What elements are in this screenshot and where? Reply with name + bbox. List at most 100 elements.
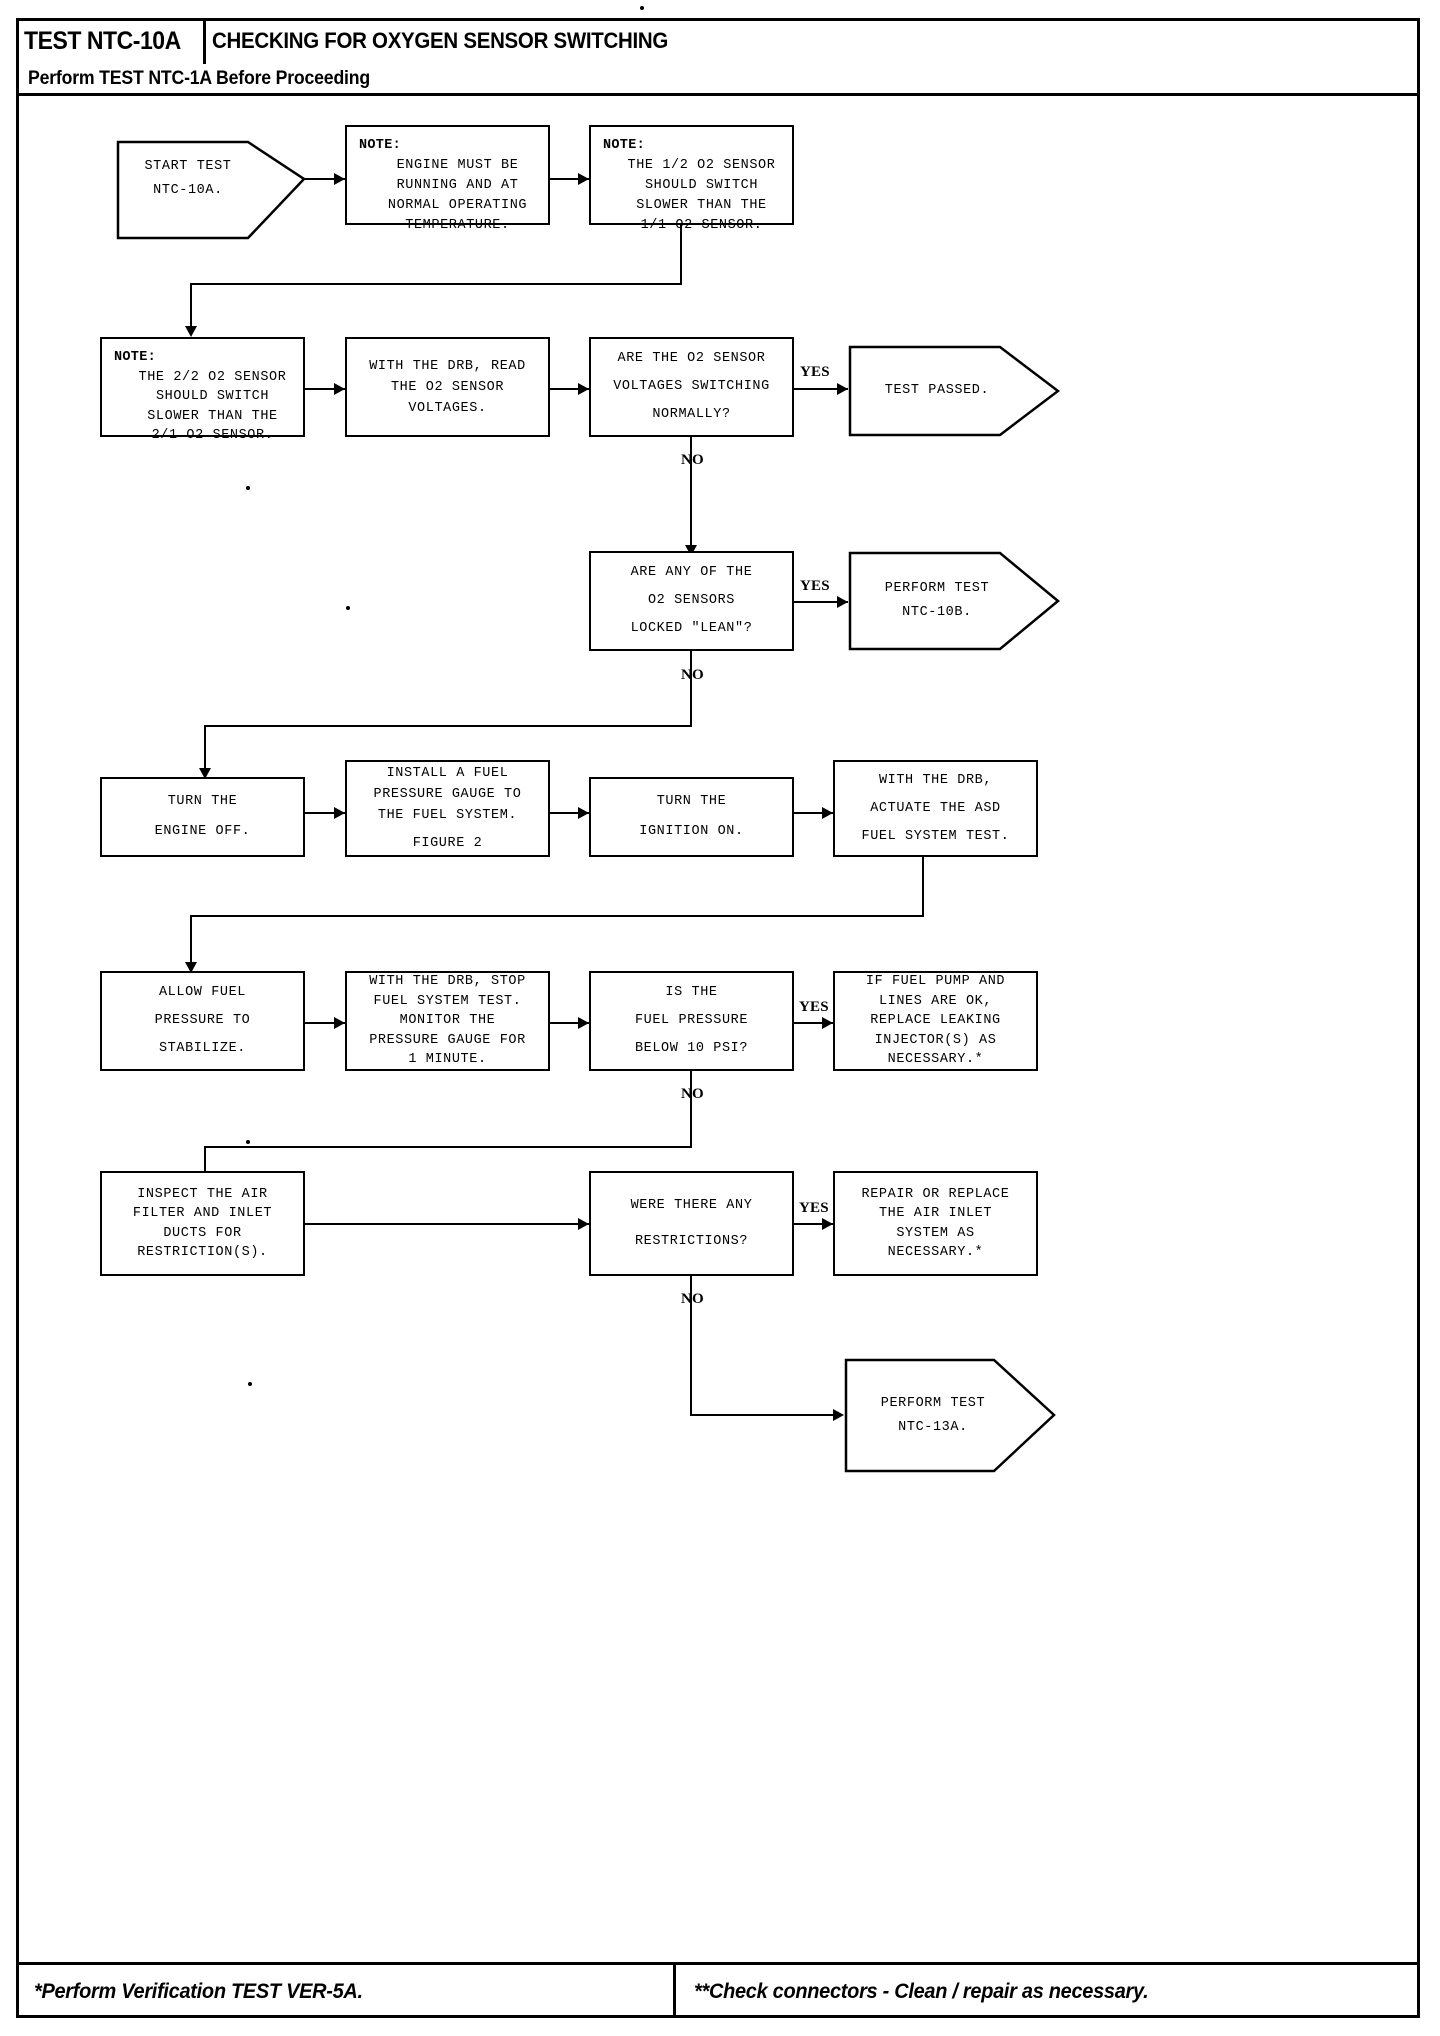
footer-left-text: *Perform Verification TEST VER-5A. xyxy=(34,1979,363,2003)
connector xyxy=(690,1414,842,1416)
connector xyxy=(690,651,692,725)
arrowhead xyxy=(578,383,589,395)
connector xyxy=(794,1223,833,1225)
node-line: 1/1 O2 SENSOR. xyxy=(640,218,763,233)
node-line: SLOWER THAN THE xyxy=(636,198,767,213)
node-line: NORMAL OPERATING xyxy=(387,198,528,213)
scan-speck xyxy=(640,6,644,10)
connector xyxy=(550,178,589,180)
connector xyxy=(204,725,692,727)
node-line: RESTRICTIONS? xyxy=(634,1233,749,1249)
connector xyxy=(305,1223,589,1225)
connector xyxy=(690,437,692,550)
note-label: NOTE: xyxy=(114,350,157,365)
arrowhead xyxy=(685,545,697,556)
page-border xyxy=(16,18,1420,2018)
node-line: FUEL PRESSURE xyxy=(634,1013,749,1028)
page-title: CHECKING FOR OXYGEN SENSOR SWITCHING xyxy=(212,18,702,64)
arrowhead xyxy=(578,173,589,185)
node-line: IS THE xyxy=(665,985,718,1000)
node-line: PRESSURE TO xyxy=(154,1013,251,1028)
node-allow-fuel-pressure-stabilize: ALLOW FUEL PRESSURE TO STABILIZE. xyxy=(100,971,305,1071)
node-line: THE FUEL SYSTEM. xyxy=(377,808,518,823)
node-line: THE 1/2 O2 SENSOR xyxy=(627,158,776,173)
arrowhead xyxy=(837,383,848,395)
node-line: INSPECT THE AIR xyxy=(137,1186,268,1202)
node-line: START TEST xyxy=(144,159,232,174)
node-install-fuel-gauge: INSTALL A FUEL PRESSURE GAUGE TO THE FUE… xyxy=(345,760,550,857)
node-line: INSTALL A FUEL xyxy=(386,766,509,781)
node-line: NORMALLY? xyxy=(652,407,731,422)
connector xyxy=(305,1022,345,1024)
node-line: BELOW 10 PSI? xyxy=(634,1041,749,1056)
node-line: ARE ANY OF THE xyxy=(630,565,753,580)
arrowhead xyxy=(334,383,345,395)
page-subtitle-text: Perform TEST NTC-1A Before Proceeding xyxy=(28,67,371,89)
node-line: IF FUEL PUMP AND xyxy=(865,974,1006,990)
node-note-sensor-1-2: NOTE: THE 1/2 O2 SENSOR SHOULD SWITCH SL… xyxy=(589,125,794,233)
node-line: WERE THERE ANY xyxy=(630,1197,753,1213)
node-line: FIGURE 2 xyxy=(412,836,483,851)
node-test-passed: TEST PASSED. xyxy=(848,345,1060,437)
node-note-sensor-2-2: NOTE: THE 2/2 O2 SENSOR SHOULD SWITCH SL… xyxy=(100,337,305,443)
node-line: 1 MINUTE. xyxy=(408,1052,487,1068)
node-line: THE 2/2 O2 SENSOR xyxy=(138,369,287,385)
node-line: NTC-10B. xyxy=(902,605,972,620)
node-stop-fuel-system-test: WITH THE DRB, STOP FUEL SYSTEM TEST. MON… xyxy=(345,971,550,1071)
node-line: DUCTS FOR xyxy=(163,1225,242,1241)
node-line: SHOULD SWITCH xyxy=(155,389,270,404)
node-line: ACTUATE THE ASD xyxy=(870,800,1001,816)
node-line: SLOWER THAN THE xyxy=(147,408,278,424)
connector xyxy=(300,178,345,180)
connector xyxy=(204,725,206,777)
node-perform-test-ntc-13a: PERFORM TEST NTC-13A. xyxy=(844,1358,1056,1473)
node-line: LINES ARE OK, xyxy=(878,993,993,1009)
node-line: MONITOR THE xyxy=(399,1013,496,1029)
node-line: REPLACE LEAKING xyxy=(870,1013,1001,1029)
node-line: SHOULD SWITCH xyxy=(644,178,759,193)
arrowhead xyxy=(334,1017,345,1029)
connector xyxy=(690,1071,692,1146)
page-title-text: CHECKING FOR OXYGEN SENSOR SWITCHING xyxy=(212,28,669,53)
node-line: THE AIR INLET xyxy=(878,1206,993,1221)
node-line: TURN THE xyxy=(656,794,727,809)
node-inspect-air-filter: INSPECT THE AIR FILTER AND INLET DUCTS F… xyxy=(100,1171,305,1276)
node-line: WITH THE DRB, xyxy=(878,772,993,788)
label-yes: YES xyxy=(800,578,830,594)
node-line-wrap: PERFORM TEST NTC-10B. xyxy=(885,577,1023,625)
connector xyxy=(204,1146,206,1194)
node-line: ALLOW FUEL xyxy=(158,985,246,1000)
page-subtitle: Perform TEST NTC-1A Before Proceeding xyxy=(16,64,1420,96)
node-line: RUNNING AND AT xyxy=(396,178,519,193)
arrowhead xyxy=(334,173,345,185)
node-line: NECESSARY.* xyxy=(887,1052,984,1068)
node-turn-ignition-on: TURN THE IGNITION ON. xyxy=(589,777,794,857)
node-line: ENGINE MUST BE xyxy=(396,158,519,173)
node-replace-leaking-injectors: IF FUEL PUMP AND LINES ARE OK, REPLACE L… xyxy=(833,971,1038,1071)
node-line: PERFORM TEST xyxy=(884,581,990,596)
node-line: REPAIR OR REPLACE xyxy=(861,1186,1010,1202)
connector xyxy=(794,1022,833,1024)
connector xyxy=(190,915,192,971)
scan-speck xyxy=(246,1140,250,1144)
node-line: IGNITION ON. xyxy=(639,824,744,839)
label-no: NO xyxy=(681,452,704,468)
arrowhead xyxy=(837,596,848,608)
note-label: NOTE: xyxy=(359,138,402,153)
node-line: PRESSURE GAUGE TO xyxy=(373,787,522,802)
connector xyxy=(794,601,848,603)
node-question-fuel-pressure-below-10psi: IS THE FUEL PRESSURE BELOW 10 PSI? xyxy=(589,971,794,1071)
node-line: PRESSURE GAUGE FOR xyxy=(369,1032,526,1048)
node-line: INJECTOR(S) AS xyxy=(874,1032,997,1048)
label-yes: YES xyxy=(800,364,830,380)
label-yes: YES xyxy=(799,999,829,1015)
connector xyxy=(190,283,192,335)
label-no: NO xyxy=(681,1291,704,1307)
arrowhead xyxy=(334,807,345,819)
node-line: FUEL SYSTEM TEST. xyxy=(373,993,522,1009)
node-turn-engine-off: TURN THE ENGINE OFF. xyxy=(100,777,305,857)
scan-speck xyxy=(246,486,250,490)
node-line: THE O2 SENSOR xyxy=(390,379,505,395)
connector xyxy=(190,283,682,285)
note-label: NOTE: xyxy=(603,138,646,153)
